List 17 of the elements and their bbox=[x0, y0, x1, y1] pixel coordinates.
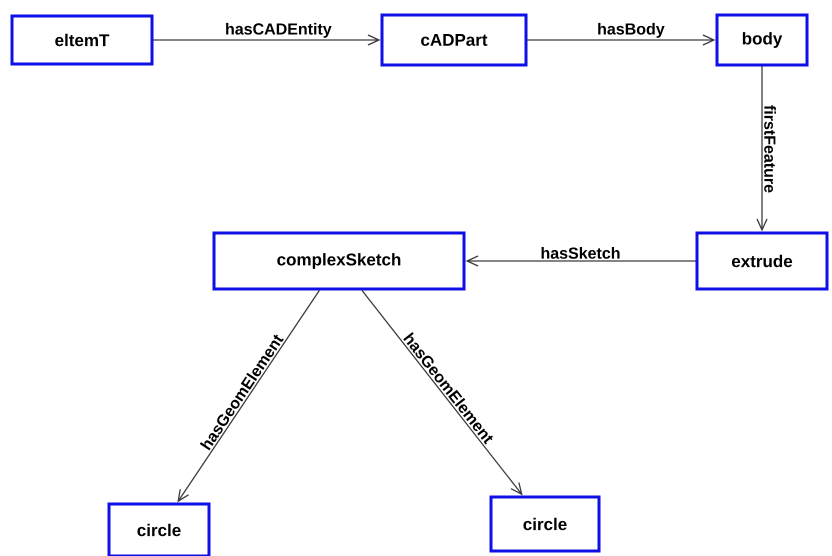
edge-label: hasSketch bbox=[539, 246, 622, 260]
edge-label: hasBody bbox=[596, 22, 666, 39]
arrow bbox=[528, 34, 716, 46]
arrow bbox=[756, 66, 768, 232]
class-box: complexSketch bbox=[212, 232, 466, 290]
arrow bbox=[154, 34, 380, 46]
edge-label: firstFeature bbox=[763, 104, 777, 194]
class-box: circle bbox=[108, 502, 210, 556]
arrow bbox=[466, 255, 696, 267]
class-box: body bbox=[716, 14, 808, 66]
arrow bbox=[177, 290, 320, 502]
class-box: extrude bbox=[696, 232, 828, 290]
edge-label: hasCADEntity bbox=[224, 22, 333, 39]
class-box: eltemT bbox=[10, 14, 154, 66]
class-box: circle bbox=[490, 496, 600, 552]
class-box: cADPart bbox=[380, 14, 528, 66]
arrow bbox=[362, 290, 523, 496]
